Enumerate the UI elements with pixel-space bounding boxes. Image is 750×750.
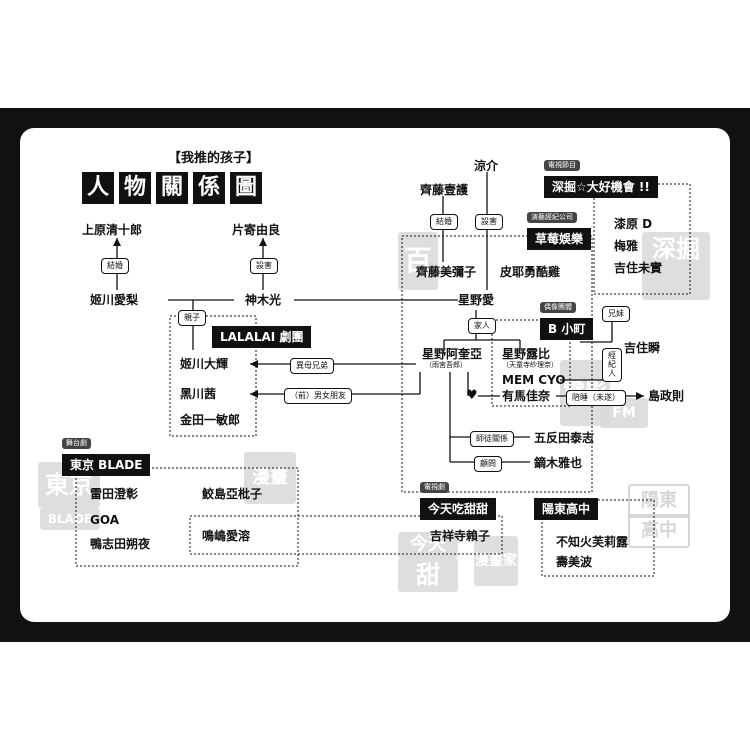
relation-mentor: 師徒關係 <box>470 431 514 447</box>
stamp-fukahori: 深掘 <box>642 232 710 300</box>
stamp-ama: 甜 <box>398 558 458 592</box>
person-sameshima: 鮫島亞枇子 <box>202 487 263 501</box>
relation-parent: 親子 <box>178 310 206 326</box>
person-pieyon: 皮耶勇酷雞 <box>500 265 561 279</box>
stamp-hyaku: 百 <box>398 232 438 290</box>
person-katayose: 片寄由良 <box>232 223 281 237</box>
group-tokyo-blade: 東京 BLADE <box>62 454 151 476</box>
group-fukahori: 深掘☆大好機會 !! <box>544 176 658 198</box>
person-kichijoji: 吉祥寺賴子 <box>430 529 491 543</box>
group-lalalai: LALALAI 劇團 <box>212 326 312 348</box>
group-kyouama: 今天吃甜甜 <box>420 498 497 520</box>
person-masaya: 鏑木雅也 <box>534 456 583 470</box>
group-youtou: 陽東高中 <box>534 498 599 520</box>
person-frill: 不知火芙莉露 <box>556 535 629 549</box>
title-char-5: 圖 <box>230 172 262 204</box>
tag-ichigo-pro: 演藝經紀公司 <box>527 212 577 223</box>
heart-icon: ♥ <box>466 388 478 403</box>
page-subtitle: 【我推的孩子】 <box>168 151 260 166</box>
relation-half-brother: 異母兄弟 <box>290 358 334 374</box>
person-aqua: 星野阿奎亞 <box>422 347 483 361</box>
person-goa: GOA <box>90 513 120 527</box>
person-kana: 有馬佳奈 <box>502 389 551 403</box>
person-narushima: 鳴嶋愛溶 <box>202 529 251 543</box>
person-aqua-sub: （雨宮吾郎） <box>425 361 467 369</box>
person-akane: 黑川茜 <box>180 387 217 401</box>
person-miyabi: 梅雅 <box>614 239 639 253</box>
person-raida: 雷田澄彰 <box>90 487 139 501</box>
person-saito-miyako: 齊藤美彌子 <box>416 265 477 279</box>
stamp-youtou: 陽東 <box>628 484 690 518</box>
person-taishi: 五反田泰志 <box>534 431 595 445</box>
title-char-4: 係 <box>193 172 225 204</box>
person-himekawa-airi: 姬川愛梨 <box>90 293 139 307</box>
relation-ex: （前）男女朋友 <box>284 388 352 404</box>
person-ryosuke: 涼介 <box>474 159 499 173</box>
relation-escort: 陪睡（未遂） <box>566 390 626 406</box>
person-kamoshida: 鴨志田朔夜 <box>90 537 151 551</box>
tag-fukahori: 電視節目 <box>544 160 580 171</box>
relation-married-2: 結婚 <box>430 214 458 230</box>
group-b-komachi: B 小町 <box>540 318 594 340</box>
relation-advisor: 顧問 <box>474 456 502 472</box>
relation-sex: 設害 <box>250 258 278 274</box>
relation-manager: 經紀人 <box>602 348 622 383</box>
stamp-koukou: 高中 <box>628 514 690 548</box>
person-ruby: 星野露比 <box>502 347 551 361</box>
person-memcho: MEM CYO <box>502 373 566 387</box>
stamp-blade: BLADE <box>40 508 100 530</box>
relation-siblings: 兄妹 <box>602 306 630 322</box>
person-shima: 島政則 <box>648 389 685 403</box>
person-ai: 星野愛 <box>458 293 495 307</box>
tag-kyouama: 電視劇 <box>420 482 449 493</box>
person-yoshizumi-shun: 吉住瞬 <box>624 341 661 355</box>
person-kamiki: 神木光 <box>245 293 282 307</box>
tag-b-komachi: 偶像團體 <box>540 302 576 313</box>
tag-tokyo-blade: 舞台劇 <box>62 438 91 449</box>
stamp-mangaka: 漫畫家 <box>474 536 518 586</box>
relation-family: 家人 <box>468 318 496 334</box>
title-char-3: 關 <box>156 172 188 204</box>
person-kindaichi: 金田一敏郎 <box>180 413 241 427</box>
person-urushibara: 漆原 D <box>614 217 653 231</box>
group-ichigo-pro: 草莓娛樂 <box>527 228 592 250</box>
person-ruby-sub: （天童寺紗理奈） <box>502 361 558 369</box>
person-uehara: 上原清十郎 <box>82 223 143 237</box>
relation-fan: 設害 <box>475 214 503 230</box>
relation-married-1: 結婚 <box>101 258 129 274</box>
title-char-2: 物 <box>119 172 151 204</box>
person-saito-ichigo: 齊藤壹護 <box>420 183 469 197</box>
person-yoshizumi-mikan: 吉住未實 <box>614 261 663 275</box>
person-kotobuki: 壽美波 <box>556 555 593 569</box>
stamp-manga: 漫畫 <box>244 452 296 504</box>
title-char-1: 人 <box>82 172 114 204</box>
person-taiki: 姬川大輝 <box>180 357 229 371</box>
